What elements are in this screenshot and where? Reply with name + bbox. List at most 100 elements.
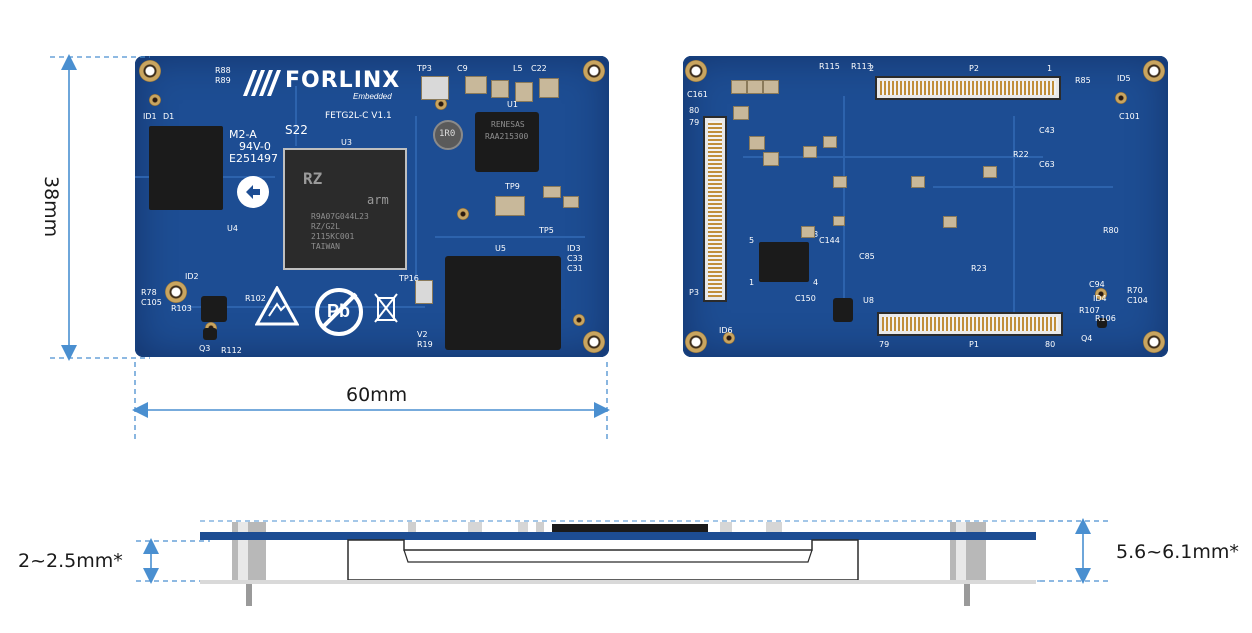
ref-label: V2 bbox=[417, 330, 428, 339]
ref-label: C150 bbox=[795, 294, 816, 303]
ref-label: C43 bbox=[1039, 126, 1055, 135]
mounting-hole bbox=[139, 60, 161, 82]
ref-label: R106 bbox=[1095, 314, 1116, 323]
inductor: 1R0 bbox=[433, 120, 463, 150]
ref-label: C161 bbox=[687, 90, 708, 99]
capacitor bbox=[747, 80, 763, 94]
ref-label: ID6 bbox=[719, 326, 733, 335]
connector-label-p1: P1 bbox=[969, 340, 979, 349]
pmic-line-2: RAA215300 bbox=[485, 132, 529, 141]
front-board: FORLINX Embedded FETG2L-C V1.1 U4 M2-A S… bbox=[135, 56, 609, 357]
chip-u6 bbox=[201, 296, 227, 322]
ref-label: R102 bbox=[245, 294, 266, 303]
board-thickness-label: 2~2.5mm* bbox=[18, 550, 123, 572]
ref-label: R78 bbox=[141, 288, 157, 297]
ref-u3: U3 bbox=[341, 138, 352, 147]
ref-label: C33 bbox=[567, 254, 583, 263]
ref-label: R19 bbox=[417, 340, 433, 349]
ref-label: C94 bbox=[1089, 280, 1105, 289]
width-dimension-label: 60mm bbox=[346, 384, 408, 406]
chip-pin-label: 4 bbox=[813, 278, 819, 287]
chip-pin-label: 1 bbox=[749, 278, 755, 287]
capacitor bbox=[943, 216, 957, 228]
ref-u5: U5 bbox=[495, 244, 506, 253]
capacitor bbox=[823, 136, 837, 148]
capacitor bbox=[563, 196, 579, 208]
test-point bbox=[415, 280, 433, 304]
ref-label: ID2 bbox=[185, 272, 199, 281]
memory-chip-u4 bbox=[149, 126, 223, 210]
crystal bbox=[421, 76, 449, 100]
pin-label: 1 bbox=[1047, 64, 1053, 73]
capacitor bbox=[749, 136, 765, 150]
transistor-q3 bbox=[203, 328, 217, 340]
flash-chip bbox=[759, 242, 809, 282]
brand-logo: FORLINX bbox=[285, 68, 401, 93]
mounting-hole bbox=[583, 331, 605, 353]
ref-label: R112 bbox=[221, 346, 242, 355]
ref-label: L5 bbox=[513, 64, 523, 73]
ref-label: R115 bbox=[819, 62, 840, 71]
via bbox=[457, 208, 469, 220]
capacitor bbox=[803, 146, 817, 158]
ref-label: U1 bbox=[507, 100, 518, 109]
pin-label: 2 bbox=[869, 64, 875, 73]
pmic-line-1: RENESAS bbox=[491, 120, 525, 129]
ref-label: R107 bbox=[1079, 306, 1100, 315]
mounting-hole bbox=[165, 281, 187, 303]
brand-sub: Embedded bbox=[353, 92, 392, 101]
memory-chip-u5 bbox=[445, 256, 561, 350]
mounting-hole bbox=[1143, 331, 1165, 353]
connector-p1 bbox=[877, 312, 1063, 336]
ref-label: R80 bbox=[1103, 226, 1119, 235]
capacitor bbox=[491, 80, 509, 98]
ref-label: C101 bbox=[1119, 112, 1140, 121]
ref-label: C31 bbox=[567, 264, 583, 273]
logo-mark-icon bbox=[243, 70, 283, 96]
ref-label: C104 bbox=[1127, 296, 1148, 305]
capacitor bbox=[515, 82, 533, 102]
ref-label: C144 bbox=[819, 236, 840, 245]
capacitor bbox=[731, 80, 747, 94]
ref-label: R70 bbox=[1127, 286, 1143, 295]
inductor-label: 1R0 bbox=[439, 129, 456, 139]
pin-label: 79 bbox=[689, 118, 700, 127]
ref-label: Q4 bbox=[1081, 334, 1093, 343]
soc-arm: arm bbox=[367, 193, 389, 207]
soc-brand: RZ bbox=[303, 169, 323, 188]
soc-line-2: RZ/G2L bbox=[311, 222, 340, 231]
ref-label: TP5 bbox=[539, 226, 554, 235]
mark-ul: E251497 bbox=[229, 152, 278, 165]
ref-label: R23 bbox=[971, 264, 987, 273]
inductor-l4 bbox=[495, 196, 525, 216]
ref-label: R89 bbox=[215, 76, 231, 85]
capacitor bbox=[465, 76, 487, 94]
back-board: P2 P3 P1 1 2 79 80 79 80 1 4 5 8 C161 R1… bbox=[683, 56, 1168, 357]
via bbox=[435, 98, 447, 110]
ref-label: U8 bbox=[863, 296, 874, 305]
ref-label: ID4 bbox=[1093, 294, 1107, 303]
capacitor bbox=[733, 106, 749, 120]
height-dimension-label: 38mm bbox=[40, 176, 62, 238]
mark-94v0: 94V-0 bbox=[239, 140, 271, 153]
board-model: FETG2L-C V1.1 bbox=[325, 111, 392, 121]
via bbox=[573, 314, 585, 326]
esd-warning-icon bbox=[254, 284, 300, 326]
capacitor bbox=[763, 152, 779, 166]
mark-s22: S22 bbox=[285, 123, 308, 137]
ref-label: TP9 bbox=[505, 182, 520, 191]
side-view bbox=[200, 518, 1040, 608]
ref-label: TP16 bbox=[399, 274, 419, 283]
weee-bin-icon bbox=[373, 292, 399, 324]
connector-label-p2: P2 bbox=[969, 64, 979, 73]
capacitor bbox=[911, 176, 925, 188]
via bbox=[723, 332, 735, 344]
ref-u4: U4 bbox=[227, 224, 238, 233]
connector-p2 bbox=[875, 76, 1061, 100]
mounting-hole bbox=[583, 60, 605, 82]
pin-label: 80 bbox=[1045, 340, 1056, 349]
ref-label: Q3 bbox=[199, 344, 211, 353]
chip-u8 bbox=[833, 298, 853, 322]
capacitor bbox=[763, 80, 779, 94]
ref-label: D1 bbox=[163, 112, 175, 121]
